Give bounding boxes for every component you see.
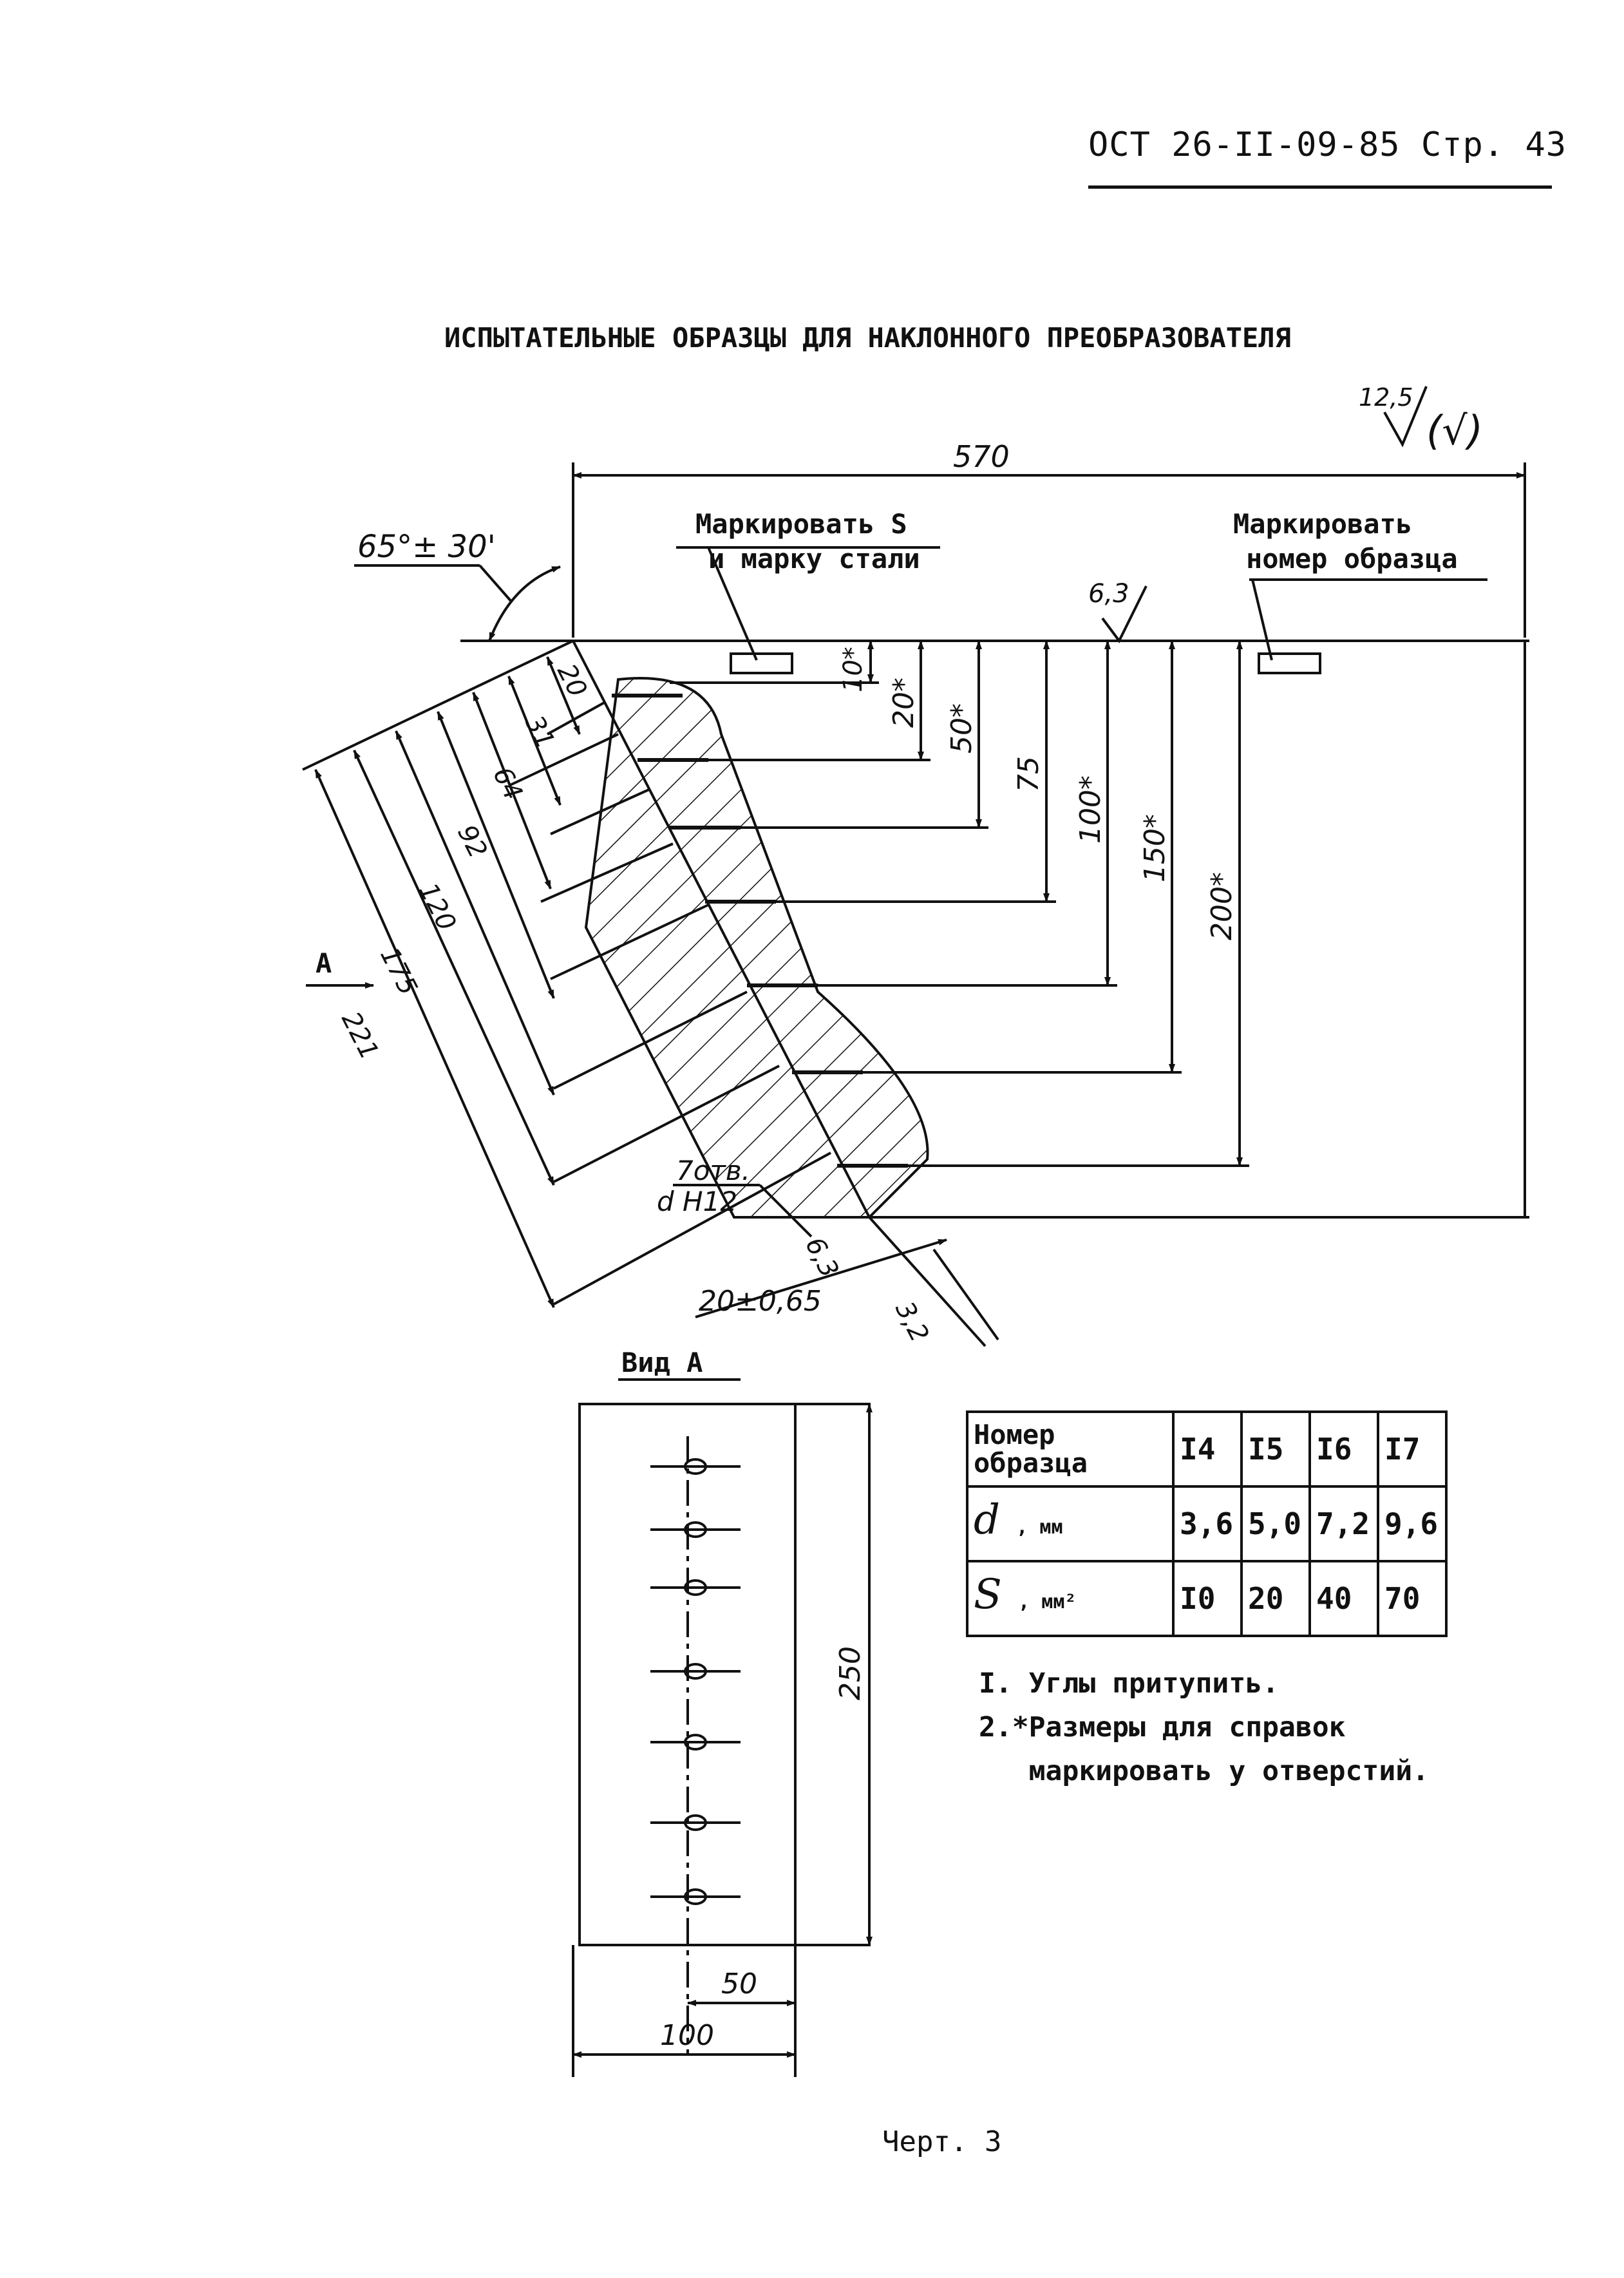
table-row-label-s: S , мм² [966, 1560, 1175, 1637]
table-cell: I0 [1172, 1560, 1243, 1637]
drawing-title: ИСПЫТАТЕЛЬНЫЕ ОБРАЗЦЫ ДЛЯ НАКЛОННОГО ПРЕ… [444, 322, 1291, 354]
angle-arc [488, 565, 561, 641]
tolerance-label: 20±0,65 [699, 1285, 822, 1318]
section-hatch [584, 677, 929, 1219]
dim-vertical-20: 20* [887, 678, 920, 728]
figure-caption: Черт. 3 [882, 2125, 1002, 2158]
dim-570: 570 [953, 439, 1010, 474]
table-header-line2: образца [974, 1447, 1088, 1479]
view-a-hole [650, 1888, 741, 1905]
table-cell: I4 [1172, 1410, 1243, 1488]
dim-vertical-200: 200* [1205, 872, 1238, 940]
table-cell: 40 [1308, 1560, 1379, 1637]
leader-mark-s-arrow [707, 547, 758, 661]
tolerance-dim-line [695, 1239, 947, 1318]
mark-s-line2: и марку стали [708, 543, 920, 574]
table-row-number: Номер образца I4 I5 I6 I7 [966, 1410, 1448, 1488]
marking-rect-s [730, 652, 793, 674]
header-underline [1088, 185, 1552, 189]
angle-leader-2 [478, 564, 513, 603]
unit-s: , мм² [1018, 1591, 1077, 1613]
table-row-label-d: d , мм [966, 1485, 1175, 1562]
view-a-hole [650, 1458, 741, 1475]
bevel-line [932, 1248, 999, 1341]
symbol-s: S [974, 1571, 1002, 1618]
dim-inclined-120: 120 [413, 878, 462, 936]
table-cell: 7,2 [1308, 1485, 1379, 1562]
view-a-hole [650, 1521, 741, 1538]
mark-number-line1: Маркировать [1233, 508, 1412, 540]
table-row-s: S , мм² I0 20 40 70 [966, 1560, 1448, 1637]
holes-label-line1: 7отв. [676, 1155, 750, 1186]
view-a-hole [650, 1734, 741, 1751]
view-a-outline [578, 1403, 871, 1946]
unit-d: , мм [1016, 1516, 1063, 1539]
dim-vertical-10: 10* [838, 647, 868, 692]
table-cell: I6 [1308, 1410, 1379, 1488]
table-cell: 9,6 [1377, 1485, 1448, 1562]
table-header-line1: Номер [974, 1419, 1055, 1450]
roughness-face-value: 6,3 [1088, 579, 1129, 609]
note-line: маркировать у отверстий. [979, 1755, 1429, 1787]
inclined-ext-0 [302, 640, 574, 771]
marking-rect-number [1258, 652, 1321, 674]
roughness-holes-value: 6,3 [799, 1233, 844, 1283]
dim-vertical-75: 75 [1012, 756, 1045, 792]
roughness-bevel-value: 3,2 [889, 1297, 934, 1347]
note-line: I. Углы притупить. [979, 1667, 1279, 1700]
symbol-d: d [974, 1496, 1000, 1544]
dim-inclined-64: 64 [487, 763, 528, 805]
mark-s-line1: Маркировать S [695, 508, 907, 540]
dim-inclined-92: 92 [451, 821, 493, 863]
view-a-hole [650, 1814, 741, 1831]
table-cell: 5,0 [1240, 1485, 1311, 1562]
notes: I. Углы притупить. 2.*Размеры для справо… [979, 1662, 1429, 1793]
dim-250: 250 [834, 1646, 867, 1700]
dim-vertical-50: 50* [945, 703, 978, 754]
table-row-d: d , мм 3,6 5,0 7,2 9,6 [966, 1485, 1448, 1562]
inclined-dim-221 [314, 769, 555, 1308]
roughness-general-value: 12,5 [1359, 383, 1413, 412]
inclined-ext-2 [508, 733, 619, 787]
roughness-general-paren: (√) [1426, 407, 1483, 454]
inclined-face-axis [868, 1216, 987, 1347]
document-header: ОСТ 26-II-09-85 Стр. 43 [1088, 126, 1567, 164]
holes-label-line2: d H12 [657, 1186, 737, 1217]
leader-mark-number-arrow [1251, 579, 1273, 661]
view-a-title: Вид А [621, 1347, 703, 1378]
view-arrow-label: А [316, 947, 332, 979]
view-a-hole [650, 1663, 741, 1680]
inclined-dim-120 [395, 730, 555, 1096]
dim-inclined-221: 221 [335, 1007, 384, 1065]
mark-number-line2: номер образца [1246, 543, 1458, 574]
table-cell: 20 [1240, 1560, 1311, 1637]
table-header-cell: Номер образца [966, 1410, 1175, 1488]
specimen-table: Номер образца I4 I5 I6 I7 d , мм 3,6 5,0… [966, 1410, 1448, 1637]
dim-vertical-100: 100* [1074, 775, 1107, 844]
dim-inclined-175: 175 [374, 943, 423, 1000]
dim-vertical-150: 150* [1138, 814, 1171, 882]
table-cell: 3,6 [1172, 1485, 1243, 1562]
inclined-dim-20 [546, 656, 581, 735]
dim-50: 50 [721, 1968, 757, 2000]
roughness-symbol-general [1383, 386, 1428, 448]
table-cell: 70 [1377, 1560, 1448, 1637]
dim-100: 100 [660, 2019, 714, 2052]
view-a-hole [650, 1579, 741, 1596]
table-cell: I7 [1377, 1410, 1448, 1488]
angle-label: 65°± 30' [357, 529, 496, 565]
roughness-symbol-face [1101, 585, 1147, 643]
note-line: 2.*Размеры для справок [979, 1711, 1346, 1743]
table-cell: I5 [1240, 1410, 1311, 1488]
